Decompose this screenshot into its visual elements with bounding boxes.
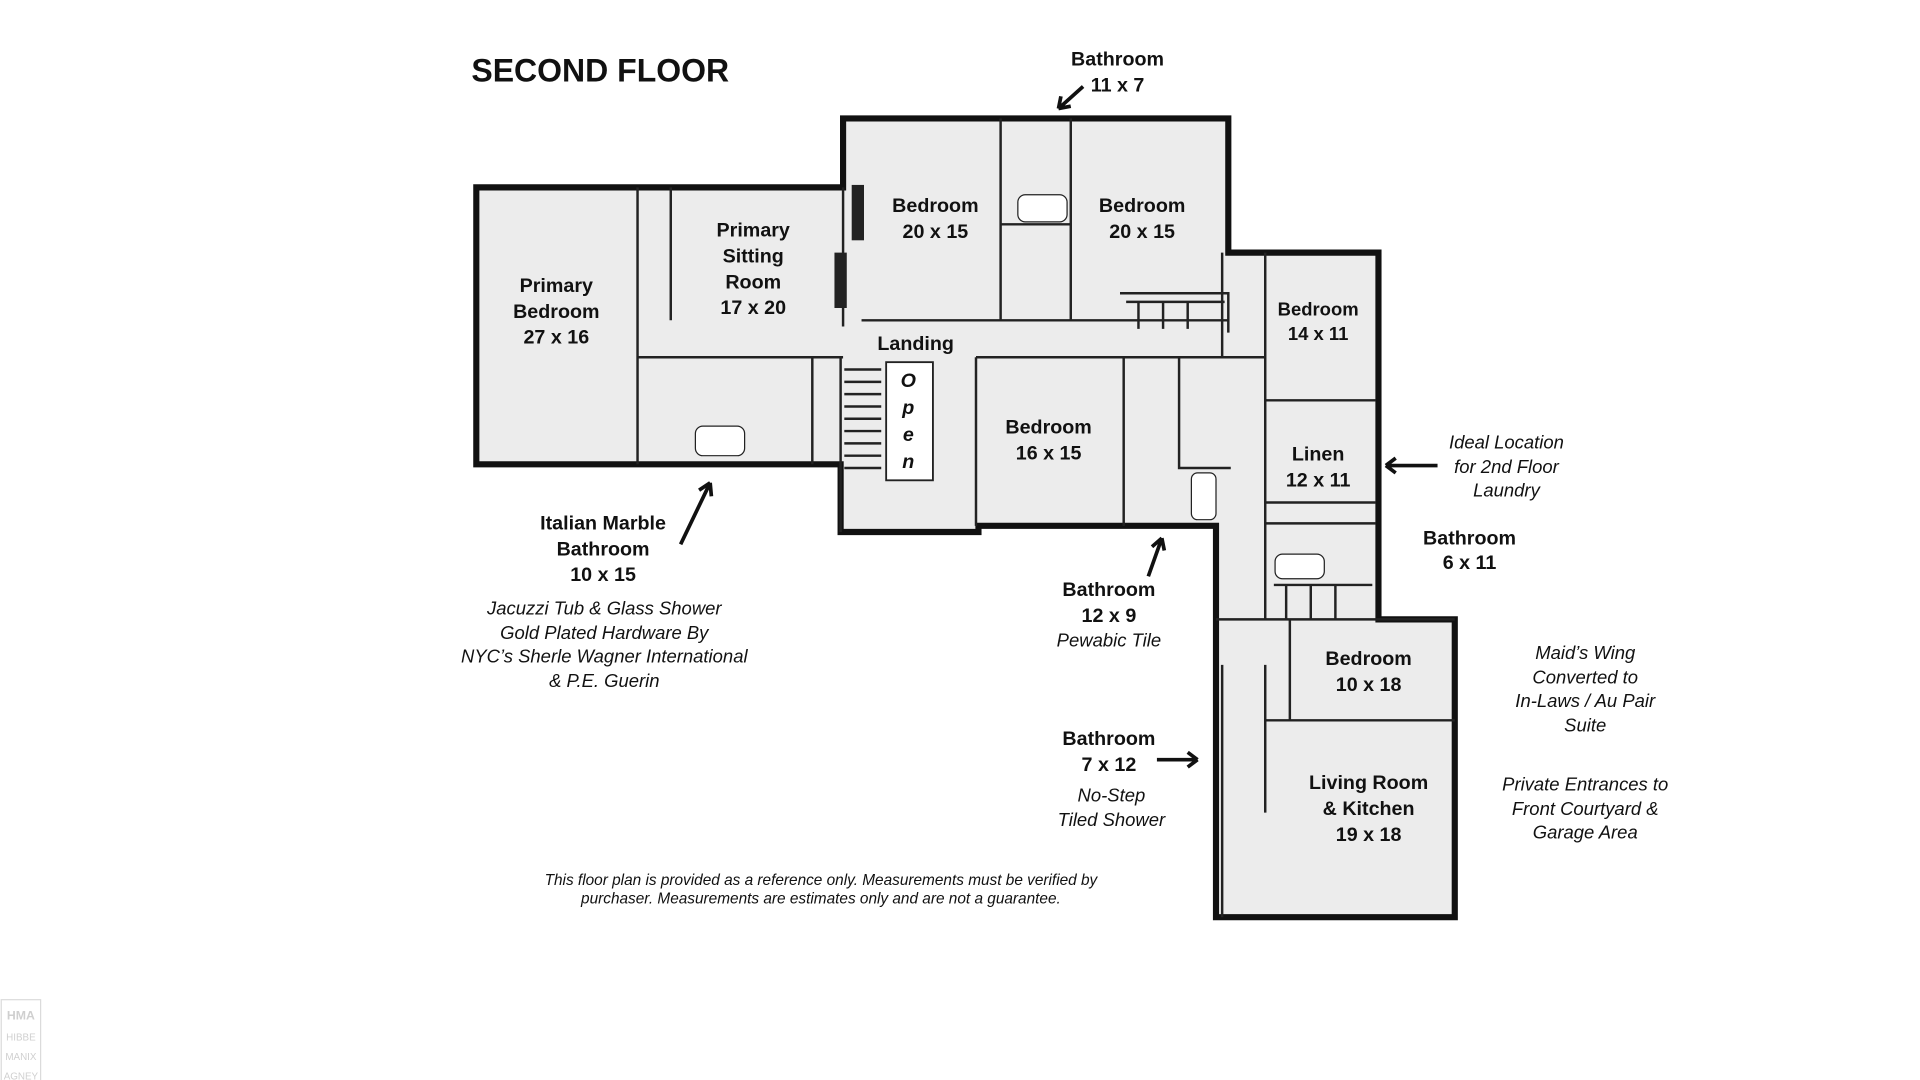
svg-text:AGNEY: AGNEY [4,1072,39,1080]
room-primary-bedroom: Primary Bedroom 27 x 16 [513,275,599,349]
open-to-below: O p e n [901,370,916,473]
svg-text:Bedroom: Bedroom [1005,417,1091,439]
disclaimer: This floor plan is provided as a referen… [545,872,1099,907]
svg-text:Garage Area: Garage Area [1533,821,1638,842]
svg-text:27 x 16: 27 x 16 [523,327,589,349]
svg-text:10 x 15: 10 x 15 [570,564,636,586]
room-linen: Linen 12 x 11 [1286,444,1351,492]
arrow-icon [1156,750,1199,769]
room-bedroom-e: Bedroom 10 x 18 [1325,648,1411,696]
svg-text:Jacuzzi Tub & Glass Shower: Jacuzzi Tub & Glass Shower [486,597,722,618]
room-bedroom-d: Bedroom 16 x 15 [1005,417,1091,465]
svg-text:Bedroom: Bedroom [1325,648,1411,670]
svg-text:Pewabic Tile: Pewabic Tile [1057,629,1161,650]
svg-text:Room: Room [725,271,781,293]
svg-text:Sitting: Sitting [723,245,784,267]
svg-text:Bedroom: Bedroom [513,301,599,323]
svg-text:Bathroom: Bathroom [1062,728,1155,750]
callout-bathroom-top: Bathroom 11 x 7 [1056,49,1164,111]
svg-text:Suite: Suite [1564,714,1606,735]
room-bedroom-a: Bedroom 20 x 15 [892,195,978,243]
svg-text:Primary: Primary [520,275,593,297]
svg-text:Front Courtyard &: Front Courtyard & [1512,798,1659,819]
room-primary-sitting: Primary Sitting Room 17 x 20 [717,220,790,320]
svg-text:12 x 9: 12 x 9 [1082,605,1137,627]
arrow-icon [1146,536,1167,577]
svg-text:Bedroom: Bedroom [1278,298,1359,319]
room-living-kitchen: Living Room & Kitchen 19 x 18 [1309,772,1428,846]
svg-text:7 x 12: 7 x 12 [1082,754,1137,776]
callout-laundry: Ideal Location for 2nd Floor Laundry [1384,431,1564,500]
arrow-icon [1056,85,1085,111]
callout-private-entrances: Private Entrances to Front Courtyard & G… [1502,773,1668,842]
svg-text:Italian Marble: Italian Marble [540,513,666,535]
svg-text:Private Entrances to: Private Entrances to [1502,773,1668,794]
svg-text:e: e [903,424,914,446]
svg-text:20 x 15: 20 x 15 [1109,221,1175,243]
arrow-icon [1384,456,1438,475]
arrow-icon [678,481,714,546]
svg-text:HMA: HMA [7,1008,35,1022]
svg-text:11 x 7: 11 x 7 [1091,74,1145,96]
svg-text:Ideal Location: Ideal Location [1449,431,1564,452]
callout-maids-wing: Maid’s Wing Converted to In-Laws / Au Pa… [1515,642,1656,736]
svg-text:No-Step: No-Step [1078,785,1146,806]
svg-text:17 x 20: 17 x 20 [720,297,786,319]
watermark-logo: HMA HIBBE MANIX AGNEY [0,999,42,1080]
svg-text:14 x 11: 14 x 11 [1288,323,1349,344]
svg-text:O: O [901,370,916,392]
svg-text:NYC’s Sherle Wagner Internatio: NYC’s Sherle Wagner International [461,645,748,666]
svg-text:Bedroom: Bedroom [1099,195,1185,217]
svg-text:Laundry: Laundry [1473,479,1541,500]
interior-walls [636,118,1455,918]
svg-text:Living Room: Living Room [1309,772,1428,794]
svg-text:Bedroom: Bedroom [892,195,978,217]
svg-text:& Kitchen: & Kitchen [1323,798,1415,820]
callout-bathroom-12x9: Bathroom 12 x 9 Pewabic Tile [1057,536,1167,650]
svg-text:This floor plan is provided as: This floor plan is provided as a referen… [545,872,1099,889]
svg-text:10 x 18: 10 x 18 [1336,674,1402,696]
room-bedroom-b: Bedroom 20 x 15 [1099,195,1185,243]
svg-text:In-Laws / Au Pair: In-Laws / Au Pair [1515,690,1656,711]
callout-italian-marble: Italian Marble Bathroom 10 x 15 Jacuzzi … [461,481,748,691]
floor-title: SECOND FLOOR [471,53,729,89]
svg-text:Linen: Linen [1292,444,1345,466]
svg-text:16 x 15: 16 x 15 [1016,442,1082,464]
callout-bathroom-6x11: Bathroom 6 x 11 [1423,527,1516,574]
svg-text:Primary: Primary [717,220,790,242]
svg-text:MANIX: MANIX [5,1052,37,1063]
svg-text:Bathroom: Bathroom [557,538,650,560]
svg-text:Maid’s Wing: Maid’s Wing [1535,642,1636,663]
svg-text:p: p [901,397,914,419]
svg-text:19 x 18: 19 x 18 [1336,824,1402,846]
svg-text:purchaser. Measurements are e: purchaser. Measurements are estimates on… [580,891,1061,908]
callout-bathroom-7x12: Bathroom 7 x 12 No-Step Tiled Shower [1058,728,1199,830]
svg-text:for 2nd Floor: for 2nd Floor [1454,456,1559,477]
svg-text:Converted to: Converted to [1532,666,1638,687]
svg-text:Gold Plated Hardware By: Gold Plated Hardware By [500,622,710,643]
room-landing: Landing [877,333,954,355]
svg-text:Bathroom: Bathroom [1062,579,1155,601]
svg-text:n: n [902,451,914,473]
svg-text:6 x 11: 6 x 11 [1443,552,1497,574]
room-bedroom-c: Bedroom 14 x 11 [1278,298,1359,344]
svg-text:& P.E. Guerin: & P.E. Guerin [549,670,659,691]
svg-text:Bathroom: Bathroom [1423,527,1516,549]
svg-text:20 x 15: 20 x 15 [903,221,969,243]
svg-text:12 x 11: 12 x 11 [1286,469,1351,491]
svg-text:Tiled Shower: Tiled Shower [1058,809,1166,830]
svg-text:Bathroom: Bathroom [1071,49,1164,71]
svg-text:HIBBE: HIBBE [6,1032,36,1043]
